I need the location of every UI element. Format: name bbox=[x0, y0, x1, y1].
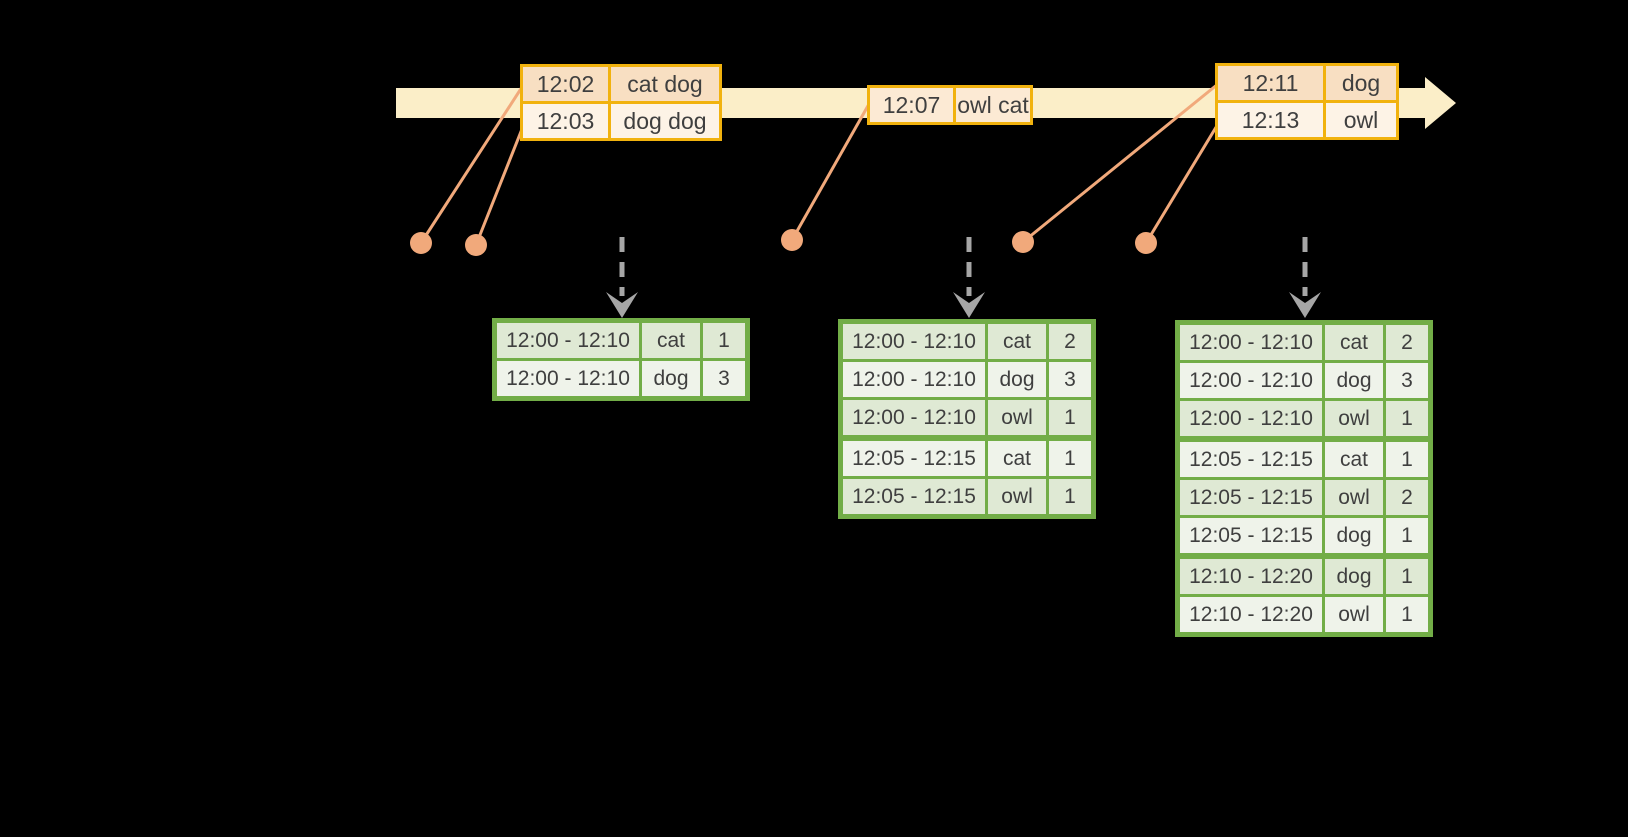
timeline-arrowhead-icon bbox=[1425, 77, 1456, 129]
window-cell: 12:00 - 12:10 bbox=[497, 361, 639, 396]
word-cell: owl bbox=[1325, 597, 1383, 632]
window-cell: 12:05 - 12:15 bbox=[1180, 518, 1322, 553]
connector-line-1203 bbox=[474, 123, 526, 246]
event-dot-1202 bbox=[410, 232, 432, 254]
word-cell: cat bbox=[988, 441, 1046, 476]
window-cell: 12:10 - 12:20 bbox=[1180, 597, 1322, 632]
result-row: 12:10 - 12:20 dog 1 bbox=[1180, 559, 1428, 594]
result-table-1: 12:00 - 12:10 cat 1 12:00 - 12:10 dog 3 bbox=[492, 318, 750, 401]
word-cell: owl bbox=[988, 479, 1046, 514]
result-row: 12:00 - 12:10 owl 1 bbox=[843, 400, 1091, 435]
event-time-cell: 12:07 bbox=[870, 88, 953, 122]
result-row: 12:05 - 12:15 owl 1 bbox=[843, 479, 1091, 514]
word-cell: cat bbox=[988, 324, 1046, 359]
window-cell: 12:05 - 12:15 bbox=[843, 479, 985, 514]
count-cell: 1 bbox=[1386, 559, 1428, 594]
window-cell: 12:05 - 12:15 bbox=[1180, 480, 1322, 515]
trigger-arrowhead-icon-1 bbox=[606, 292, 638, 318]
count-cell: 3 bbox=[1386, 363, 1428, 398]
count-cell: 1 bbox=[1386, 597, 1428, 632]
window-cell: 12:05 - 12:15 bbox=[843, 441, 985, 476]
event-dot-1203 bbox=[465, 234, 487, 256]
result-row: 12:00 - 12:10 dog 3 bbox=[1180, 363, 1428, 398]
window-cell: 12:05 - 12:15 bbox=[1180, 442, 1322, 477]
event-time-cell: 12:02 bbox=[523, 67, 608, 101]
event-time-cell: 12:11 bbox=[1218, 66, 1323, 100]
event-time-cell: 12:13 bbox=[1218, 103, 1323, 137]
word-cell: owl bbox=[1325, 480, 1383, 515]
window-cell: 12:00 - 12:10 bbox=[843, 362, 985, 397]
trigger-arrows bbox=[606, 237, 1321, 318]
word-cell: dog bbox=[988, 362, 1046, 397]
window-cell: 12:00 - 12:10 bbox=[843, 324, 985, 359]
result-row: 12:00 - 12:10 dog 3 bbox=[497, 361, 745, 396]
event-table-2: 12:07 owl cat bbox=[867, 85, 1033, 125]
count-cell: 1 bbox=[1049, 441, 1091, 476]
event-words-cell: owl cat bbox=[956, 88, 1030, 122]
window-cell: 12:00 - 12:10 bbox=[1180, 401, 1322, 436]
result-row: 12:00 - 12:10 dog 3 bbox=[843, 362, 1091, 397]
event-time-cell: 12:03 bbox=[523, 104, 608, 138]
count-cell: 2 bbox=[1049, 324, 1091, 359]
result-table-3: 12:00 - 12:10 cat 2 12:00 - 12:10 dog 3 … bbox=[1175, 320, 1433, 637]
event-words-cell: cat dog bbox=[611, 67, 719, 101]
count-cell: 1 bbox=[1049, 400, 1091, 435]
word-cell: dog bbox=[1325, 559, 1383, 594]
word-cell: dog bbox=[1325, 518, 1383, 553]
event-words-cell: owl bbox=[1326, 103, 1396, 137]
window-cell: 12:10 - 12:20 bbox=[1180, 559, 1322, 594]
result-table-2: 12:00 - 12:10 cat 2 12:00 - 12:10 dog 3 … bbox=[838, 319, 1096, 519]
result-row: 12:05 - 12:15 cat 1 bbox=[843, 441, 1091, 476]
count-cell: 1 bbox=[1049, 479, 1091, 514]
trigger-arrowhead-icon-3 bbox=[1289, 292, 1321, 318]
word-cell: dog bbox=[1325, 363, 1383, 398]
event-dots bbox=[410, 229, 1157, 256]
word-cell: cat bbox=[642, 323, 700, 358]
event-row: 12:03 dog dog bbox=[523, 104, 719, 138]
window-cell: 12:00 - 12:10 bbox=[497, 323, 639, 358]
event-dot-1207 bbox=[781, 229, 803, 251]
connector-line-1207 bbox=[790, 103, 871, 241]
window-cell: 12:00 - 12:10 bbox=[1180, 363, 1322, 398]
result-row: 12:05 - 12:15 owl 2 bbox=[1180, 480, 1428, 515]
result-row: 12:00 - 12:10 owl 1 bbox=[1180, 401, 1428, 436]
event-table-3: 12:11 dog 12:13 owl bbox=[1215, 63, 1399, 140]
window-cell: 12:00 - 12:10 bbox=[1180, 325, 1322, 360]
result-row: 12:10 - 12:20 owl 1 bbox=[1180, 597, 1428, 632]
event-words-cell: dog bbox=[1326, 66, 1396, 100]
event-table-1: 12:02 cat dog 12:03 dog dog bbox=[520, 64, 722, 141]
word-cell: cat bbox=[1325, 325, 1383, 360]
trigger-arrowhead-icon-2 bbox=[953, 292, 985, 318]
result-row: 12:00 - 12:10 cat 1 bbox=[497, 323, 745, 358]
event-connector-lines bbox=[419, 82, 1220, 246]
word-cell: owl bbox=[1325, 401, 1383, 436]
window-cell: 12:00 - 12:10 bbox=[843, 400, 985, 435]
count-cell: 1 bbox=[1386, 401, 1428, 436]
word-cell: dog bbox=[642, 361, 700, 396]
event-words-cell: dog dog bbox=[611, 104, 719, 138]
count-cell: 2 bbox=[1386, 325, 1428, 360]
event-row: 12:02 cat dog bbox=[523, 67, 719, 101]
word-cell: cat bbox=[1325, 442, 1383, 477]
count-cell: 2 bbox=[1386, 480, 1428, 515]
event-row: 12:13 owl bbox=[1218, 103, 1396, 137]
event-row: 12:07 owl cat bbox=[870, 88, 1030, 122]
connector-line-1202 bbox=[419, 83, 526, 244]
connector-line-1211 bbox=[1022, 82, 1219, 244]
result-row: 12:00 - 12:10 cat 2 bbox=[1180, 325, 1428, 360]
count-cell: 1 bbox=[1386, 518, 1428, 553]
count-cell: 3 bbox=[1049, 362, 1091, 397]
event-dot-1213 bbox=[1135, 232, 1157, 254]
event-row: 12:11 dog bbox=[1218, 66, 1396, 100]
result-row: 12:05 - 12:15 dog 1 bbox=[1180, 518, 1428, 553]
result-row: 12:05 - 12:15 cat 1 bbox=[1180, 442, 1428, 477]
result-row: 12:00 - 12:10 cat 2 bbox=[843, 324, 1091, 359]
count-cell: 1 bbox=[703, 323, 745, 358]
connector-line-1213 bbox=[1144, 123, 1220, 244]
count-cell: 1 bbox=[1386, 442, 1428, 477]
word-cell: owl bbox=[988, 400, 1046, 435]
event-dot-1211 bbox=[1012, 231, 1034, 253]
count-cell: 3 bbox=[703, 361, 745, 396]
